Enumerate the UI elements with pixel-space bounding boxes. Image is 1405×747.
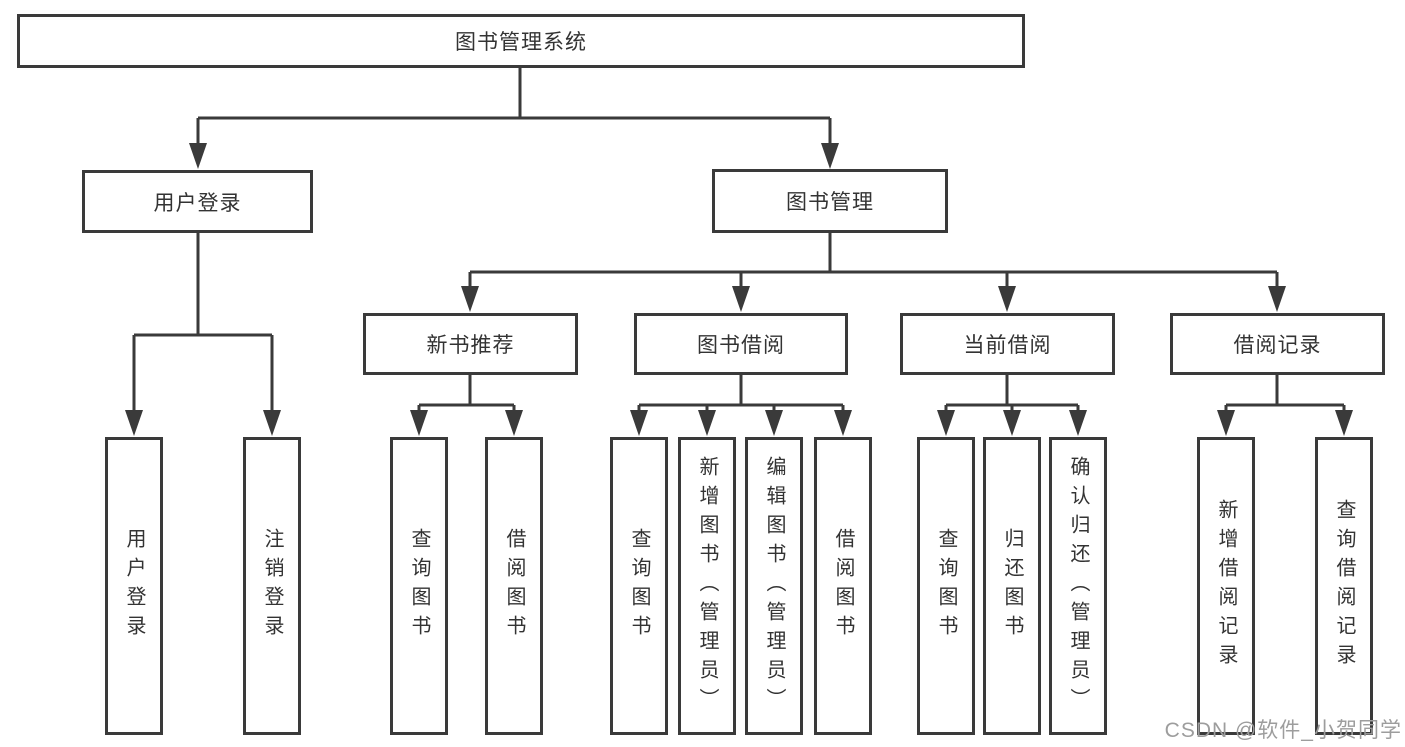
node-borrow-records: 借阅记录	[1170, 313, 1385, 375]
leaf-edit-books-admin-label: 编辑图书（管理员）	[763, 455, 785, 717]
leaf-query-borrow-record: 查询借阅记录	[1315, 437, 1373, 735]
leaf-add-books-admin: 新增图书（管理员）	[678, 437, 736, 735]
node-new-book-recommend: 新书推荐	[363, 313, 578, 375]
node-book-management-label: 图书管理	[786, 191, 874, 214]
leaf-add-borrow-record-label: 新增借阅记录	[1215, 499, 1237, 673]
leaf-confirm-return-admin: 确认归还（管理员）	[1049, 437, 1107, 735]
leaf-newbook-query-books-label: 查询图书	[408, 528, 430, 644]
leaf-add-books-admin-label: 新增图书（管理员）	[696, 455, 718, 717]
node-book-borrow: 图书借阅	[634, 313, 848, 375]
leaf-borrow-query-books: 查询图书	[610, 437, 668, 735]
leaf-return-books-label: 归还图书	[1001, 528, 1023, 644]
leaf-newbook-query-books: 查询图书	[390, 437, 448, 735]
leaf-add-borrow-record: 新增借阅记录	[1197, 437, 1255, 735]
node-root-label: 图书管理系统	[455, 31, 587, 54]
node-user-login: 用户登录	[82, 170, 313, 233]
leaf-confirm-return-admin-label: 确认归还（管理员）	[1067, 455, 1089, 717]
leaf-borrow-query-books-label: 查询图书	[628, 528, 650, 644]
leaf-edit-books-admin: 编辑图书（管理员）	[745, 437, 803, 735]
node-current-borrow-label: 当前借阅	[963, 334, 1052, 357]
node-root: 图书管理系统	[17, 14, 1025, 68]
leaf-current-query-books: 查询图书	[917, 437, 975, 735]
leaf-user-login-label: 用户登录	[123, 528, 145, 644]
leaf-query-borrow-record-label: 查询借阅记录	[1333, 499, 1355, 673]
node-new-book-recommend-label: 新书推荐	[426, 334, 515, 357]
leaf-logout: 注销登录	[243, 437, 301, 735]
csdn-watermark: CSDN @软件_小贺同学	[1164, 719, 1402, 742]
leaf-borrow-books-label: 借阅图书	[832, 528, 854, 644]
node-book-management: 图书管理	[712, 169, 948, 233]
node-book-borrow-label: 图书借阅	[697, 334, 785, 357]
leaf-current-query-books-label: 查询图书	[935, 528, 957, 644]
leaf-logout-label: 注销登录	[261, 528, 283, 644]
leaf-newbook-borrow-books: 借阅图书	[485, 437, 543, 735]
node-borrow-records-label: 借阅记录	[1233, 334, 1322, 357]
node-current-borrow: 当前借阅	[900, 313, 1115, 375]
node-user-login-label: 用户登录	[153, 191, 242, 215]
leaf-return-books: 归还图书	[983, 437, 1041, 735]
leaf-newbook-borrow-books-label: 借阅图书	[503, 528, 525, 644]
leaf-user-login: 用户登录	[105, 437, 163, 735]
leaf-borrow-books: 借阅图书	[814, 437, 872, 735]
